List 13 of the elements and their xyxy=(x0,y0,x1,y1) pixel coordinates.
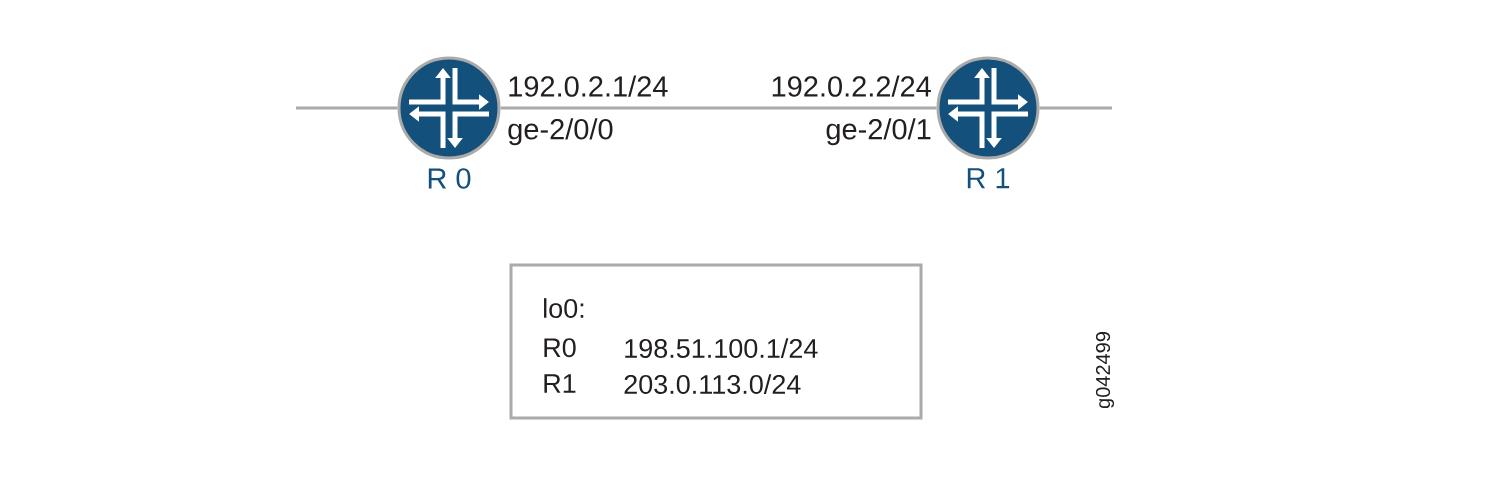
interface-label: 192.0.2.1/24 xyxy=(509,75,668,97)
interface-label: 192.0.2.2/24 xyxy=(772,75,931,97)
connection-line xyxy=(500,106,937,110)
address-box: lo0: R0 198.51.100.1/24 R1 203.0.113.0/24 xyxy=(509,263,923,420)
interface-label: ge-2/0/1 xyxy=(826,118,931,146)
router-icon xyxy=(397,56,501,160)
connection-line xyxy=(1039,106,1112,110)
connection-line xyxy=(296,106,398,110)
figure-id: g042499 xyxy=(1095,332,1115,409)
interface-label: ge-2/0/0 xyxy=(508,118,613,146)
router-icon xyxy=(936,56,1040,160)
router-name: R 0 xyxy=(428,168,471,189)
router-name: R 1 xyxy=(967,168,1010,189)
